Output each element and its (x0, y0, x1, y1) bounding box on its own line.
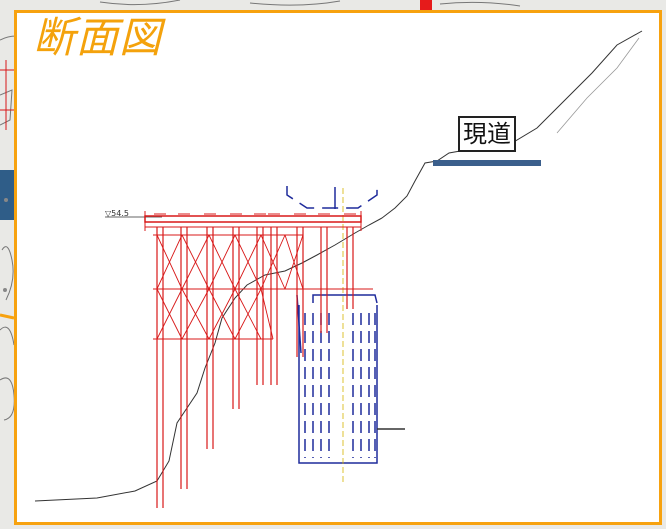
cross-section-drawing (34, 30, 643, 508)
ground-line-secondary (556, 37, 640, 134)
trestle-structure (144, 211, 373, 508)
title: 断面図 (33, 13, 163, 62)
level-label: ▽54.5 (105, 209, 129, 218)
cross-section-panel: 断面図 現道 ▽54.5 (14, 10, 662, 525)
existing-structure (286, 186, 405, 464)
ground-line (34, 30, 643, 502)
existing-road-bar (433, 160, 541, 166)
existing-road-label: 現道 (458, 116, 516, 152)
